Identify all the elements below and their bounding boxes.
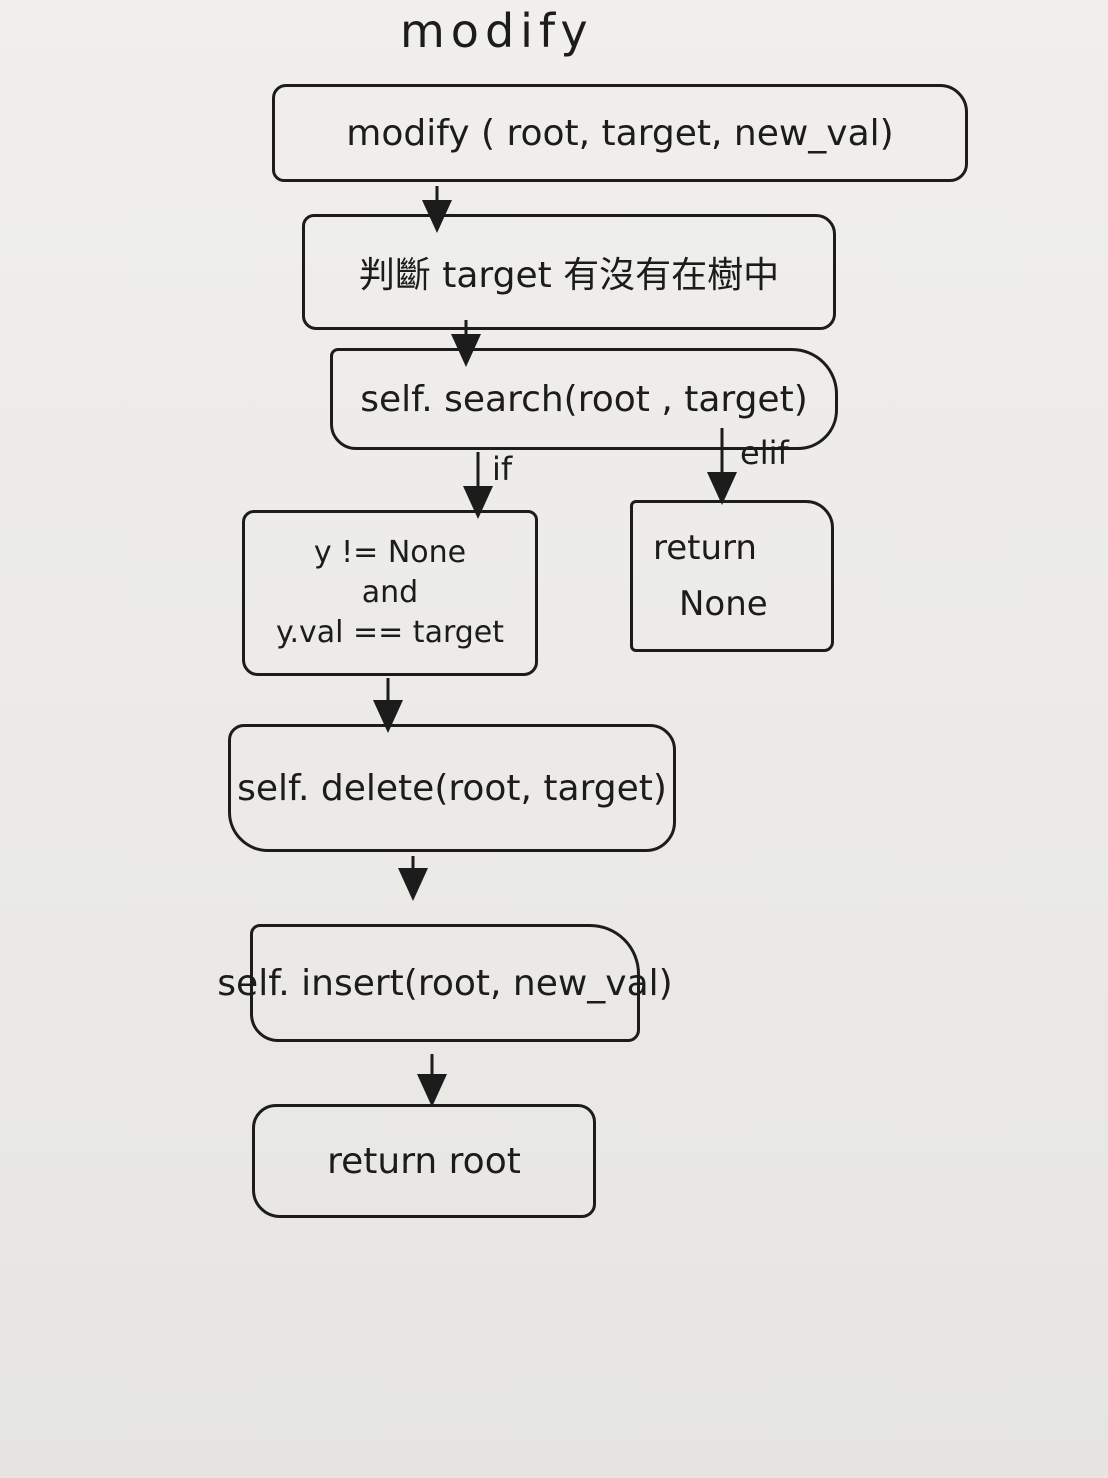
node-modify-call: modify ( root, target, new_val) xyxy=(272,84,968,182)
condition-line-1: y != None xyxy=(313,535,467,570)
return-none-line-1: return xyxy=(653,528,757,568)
return-none-line-2: None xyxy=(679,584,768,624)
edge-label-if: if xyxy=(492,450,513,488)
condition-line-3: y.val == target xyxy=(275,615,505,650)
node-delete: self. delete(root, target) xyxy=(228,724,676,852)
node-check-target-label: 判斷 target 有沒有在樹中 xyxy=(358,255,780,296)
node-check-target: 判斷 target 有沒有在樹中 xyxy=(302,214,836,330)
node-search: self. search(root , target) xyxy=(330,348,838,450)
diagram-title: modify xyxy=(400,4,594,58)
node-search-label: self. search(root , target) xyxy=(360,378,808,420)
node-delete-label: self. delete(root, target) xyxy=(237,767,667,809)
edge-label-elif: elif xyxy=(740,434,789,472)
node-return-root: return root xyxy=(252,1104,596,1218)
node-modify-call-label: modify ( root, target, new_val) xyxy=(346,112,894,154)
condition-line-2: and xyxy=(361,575,419,610)
node-insert: self. insert(root, new_val) xyxy=(217,924,673,1042)
node-condition: y != None and y.val == target xyxy=(242,510,538,676)
node-insert-label: self. insert(root, new_val) xyxy=(217,962,673,1004)
node-return-root-label: return root xyxy=(327,1140,521,1182)
